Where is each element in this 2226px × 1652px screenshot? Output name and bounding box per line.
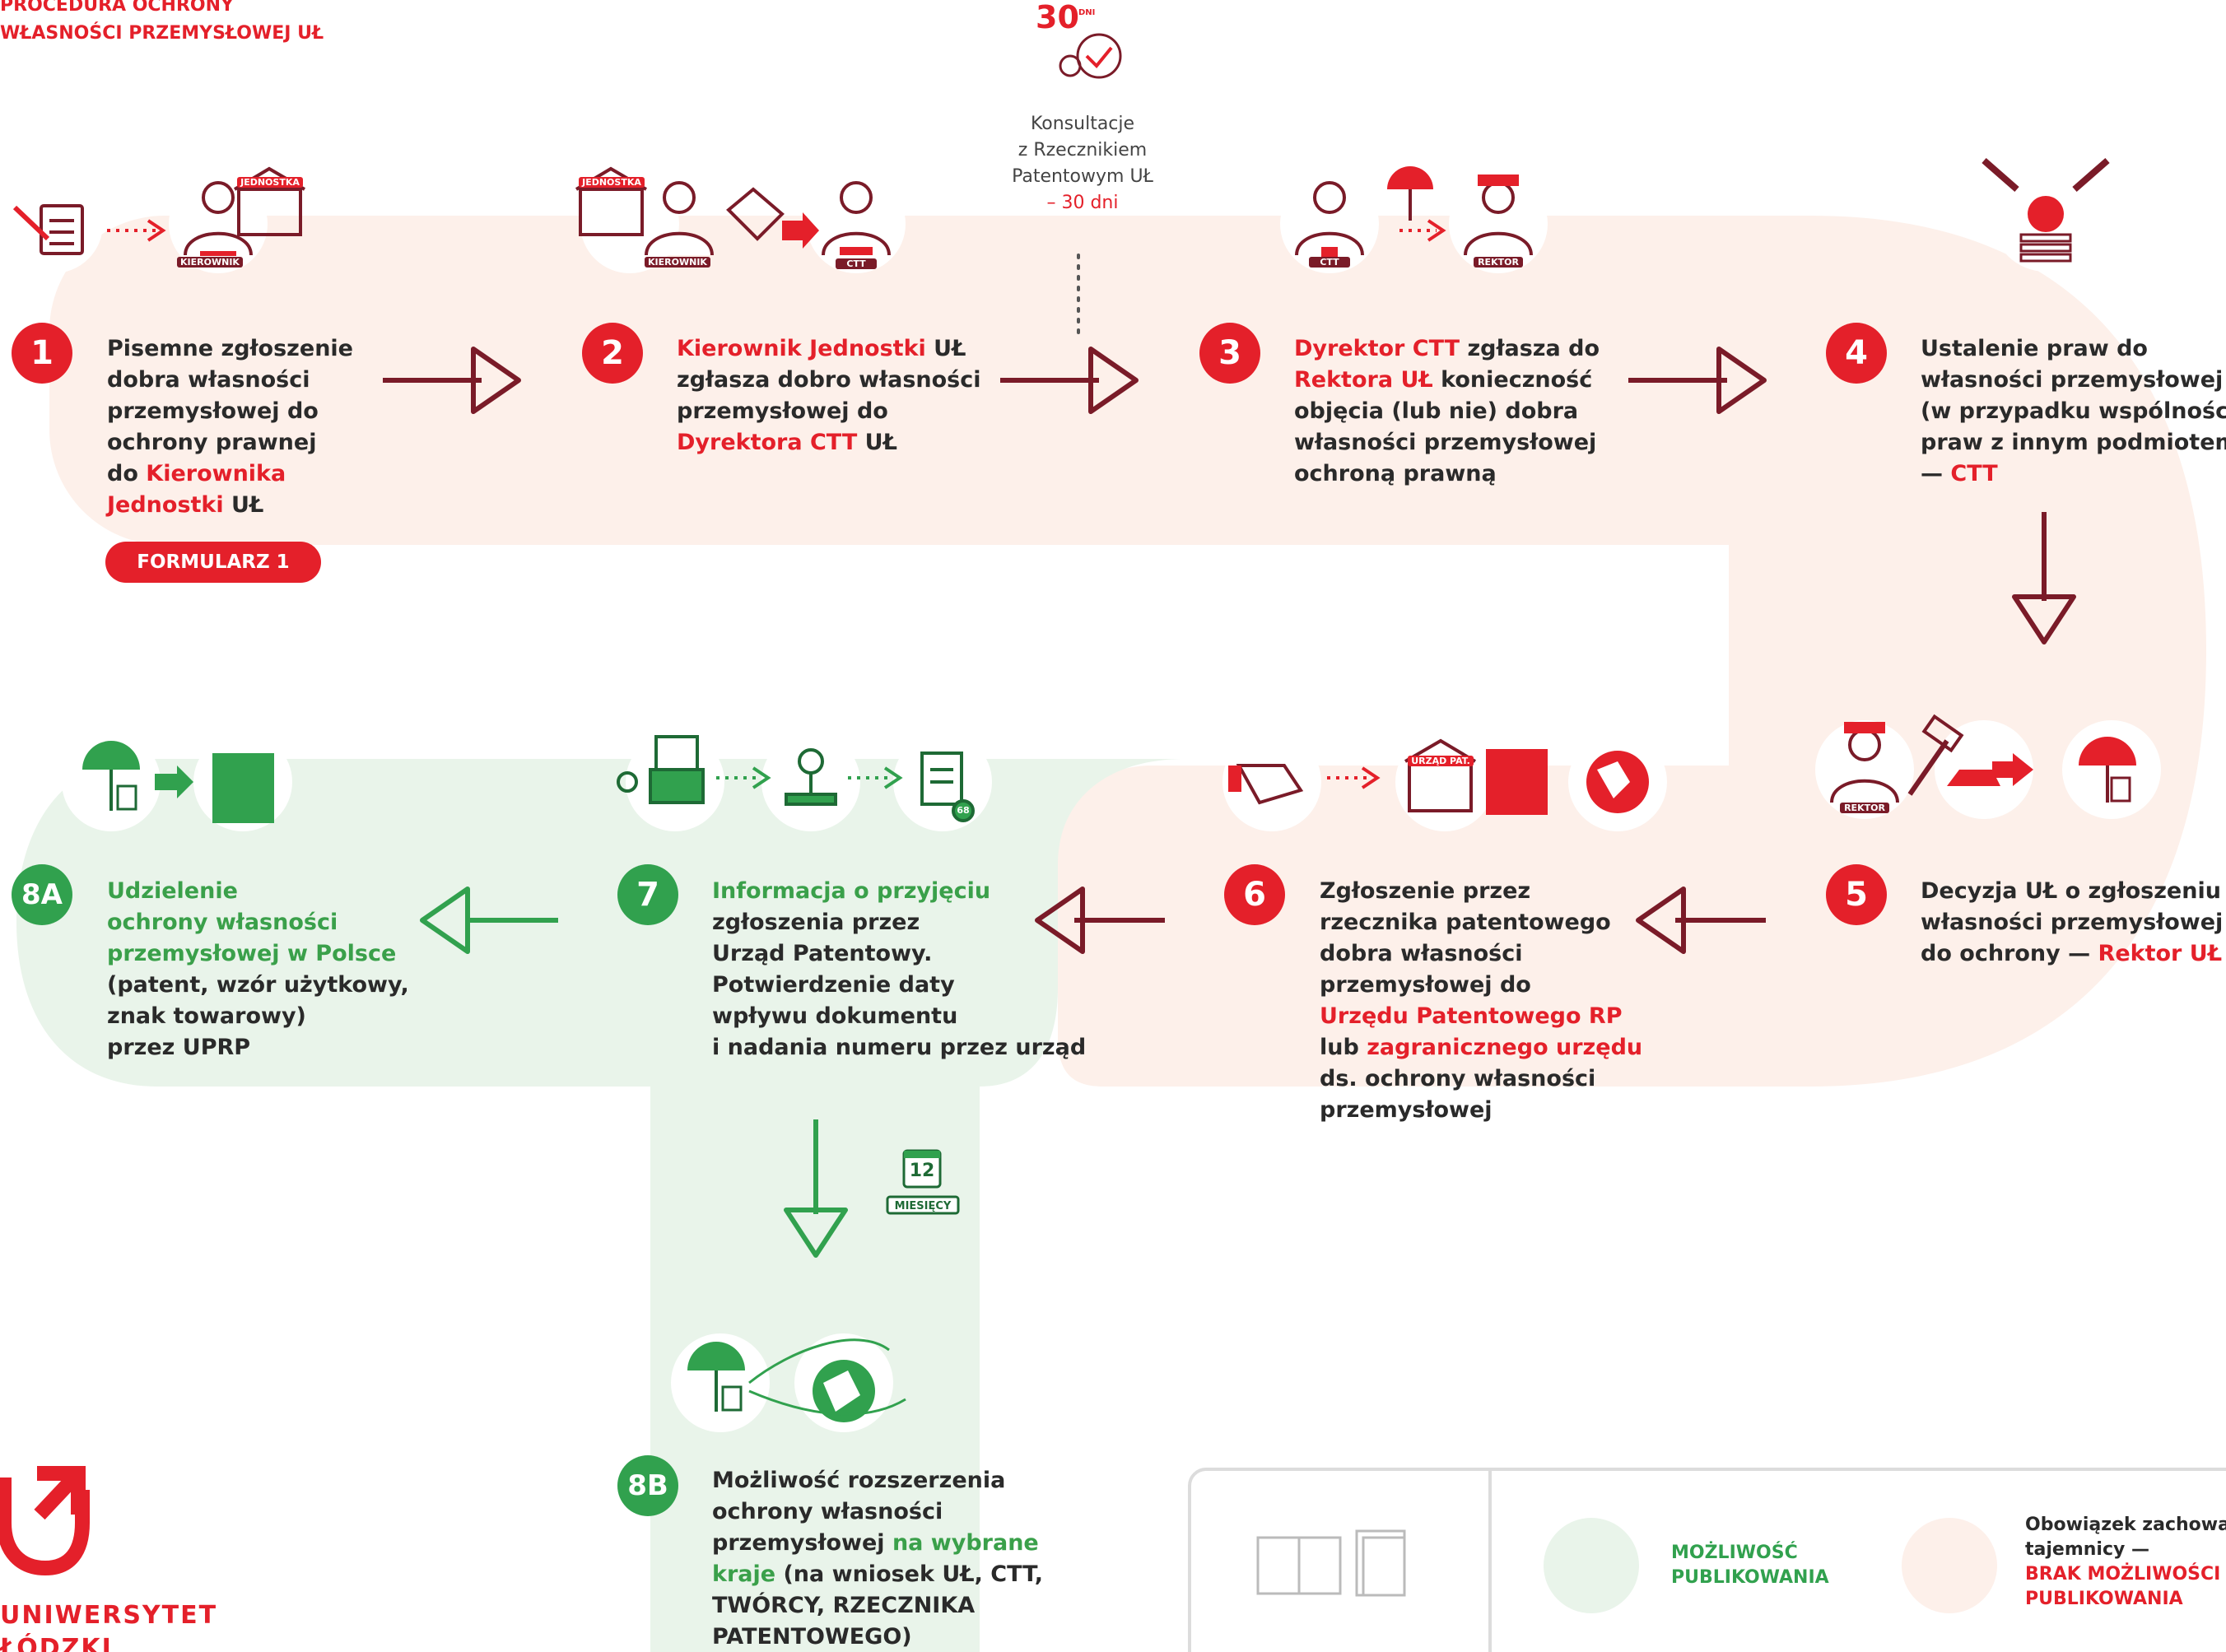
kierownik-badge-2: KIEROWNIK (645, 257, 710, 268)
jednostka-badge-2: JEDNOSTKA (579, 177, 645, 188)
calendar-days: 12 (909, 1161, 935, 1181)
consultation-days: 30 (1036, 0, 1079, 35)
step-2-number: 2 (582, 323, 643, 384)
form-1-button[interactable]: FORMULARZ 1 (105, 542, 321, 583)
step-8b-number: 8B (617, 1455, 678, 1516)
consultation-days-unit: DNI (1078, 8, 1096, 17)
ctt-badge: CTT (836, 258, 877, 269)
consultation-label-1: Konsultacje (1030, 114, 1135, 134)
jednostka-badge: JEDNOSTKA (237, 177, 303, 188)
rektor-badge: REKTOR (1474, 257, 1523, 268)
step-3-number: 3 (1199, 323, 1260, 384)
step-6-number: 6 (1224, 864, 1285, 925)
consultation-label-2: z Rzecznikiem (1018, 140, 1148, 161)
step-8a-number: 8A (12, 864, 72, 925)
ctt-badge-2: CTT (1309, 257, 1350, 268)
step-1-number: 1 (12, 323, 72, 384)
step-4-number: 4 (1826, 323, 1887, 384)
page-title-line1: PROCEDURA OCHRONY (0, 0, 234, 16)
document-number-badge: 68 (957, 805, 970, 816)
consultation-label-4: – 30 dni (1046, 193, 1119, 213)
kierownik-badge: KIEROWNIK (177, 257, 243, 268)
calendar-months: MIESIĘCY (894, 1200, 952, 1212)
page-title-line2: WŁASNOŚCI PRZEMYSŁOWEJ UŁ (0, 23, 324, 44)
urzad-badge: URZĄD PAT. (1408, 756, 1474, 766)
rektor-badge-2: REKTOR (1840, 803, 1889, 813)
consultation-label-3: Patentowym UŁ (1012, 166, 1153, 187)
step-7-number: 7 (617, 864, 678, 925)
step-5-number: 5 (1826, 864, 1887, 925)
